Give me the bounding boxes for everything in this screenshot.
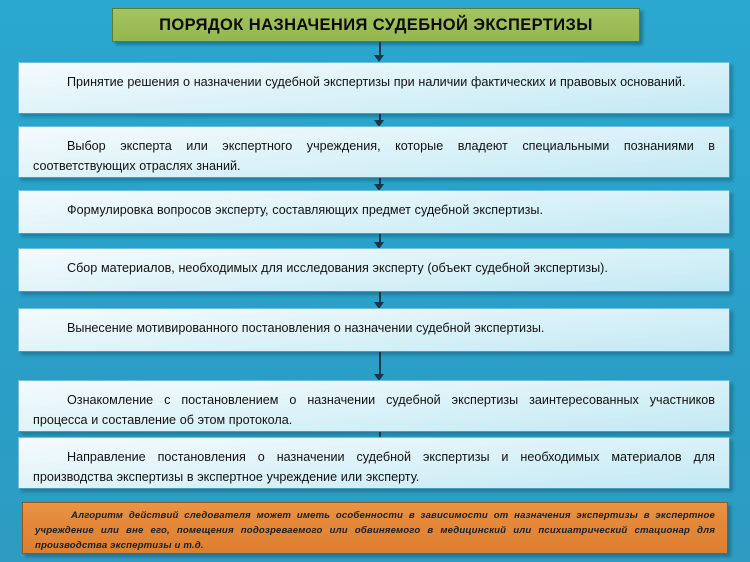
flow-step-1: Принятие решения о назначении судебной э…	[18, 62, 730, 114]
arrow-head	[374, 55, 384, 62]
flow-step-3: Формулировка вопросов эксперту, составля…	[18, 190, 730, 234]
flow-step-6-label: Ознакомление с постановлением о назначен…	[33, 393, 715, 428]
arrow-shaft	[378, 292, 381, 303]
flow-step-2: Выбор эксперта или экспертного учреждени…	[18, 126, 730, 178]
diagram-title-banner: ПОРЯДОК НАЗНАЧЕНИЯ СУДЕБНОЙ ЭКСПЕРТИЗЫ	[112, 8, 640, 42]
footnote-text: Алгоритм действий следователя может имет…	[35, 510, 715, 551]
arrow-shaft	[378, 352, 381, 375]
flow-step-7-label: Направление постановления о назначении с…	[33, 450, 715, 485]
flow-arrow-down-icon-5	[374, 292, 385, 309]
flow-step-5: Вынесение мотивированного постановления …	[18, 308, 730, 352]
flow-step-4: Сбор материалов, необходимых для исследо…	[18, 248, 730, 292]
flow-step-2-label: Выбор эксперта или экспертного учреждени…	[33, 139, 715, 174]
arrow-shaft	[378, 42, 381, 56]
flow-arrow-down-icon-6	[374, 352, 385, 381]
flow-step-3-label: Формулировка вопросов эксперту, составля…	[67, 203, 543, 217]
flow-step-6: Ознакомление с постановлением о назначен…	[18, 380, 730, 432]
footnote-box: Алгоритм действий следователя может имет…	[22, 502, 728, 554]
arrow-shaft	[378, 178, 381, 185]
flow-step-5-label: Вынесение мотивированного постановления …	[67, 321, 545, 335]
flow-step-1-label: Принятие решения о назначении судебной э…	[67, 75, 686, 89]
flow-arrow-down-icon-1	[374, 42, 385, 62]
flow-arrow-down-icon-4	[374, 234, 385, 249]
flow-step-4-label: Сбор материалов, необходимых для исследо…	[67, 261, 608, 275]
page-title: ПОРЯДОК НАЗНАЧЕНИЯ СУДЕБНОЙ ЭКСПЕРТИЗЫ	[159, 15, 593, 34]
arrow-shaft	[378, 234, 381, 243]
arrow-shaft	[378, 114, 381, 121]
flow-step-7: Направление постановления о назначении с…	[18, 437, 730, 489]
